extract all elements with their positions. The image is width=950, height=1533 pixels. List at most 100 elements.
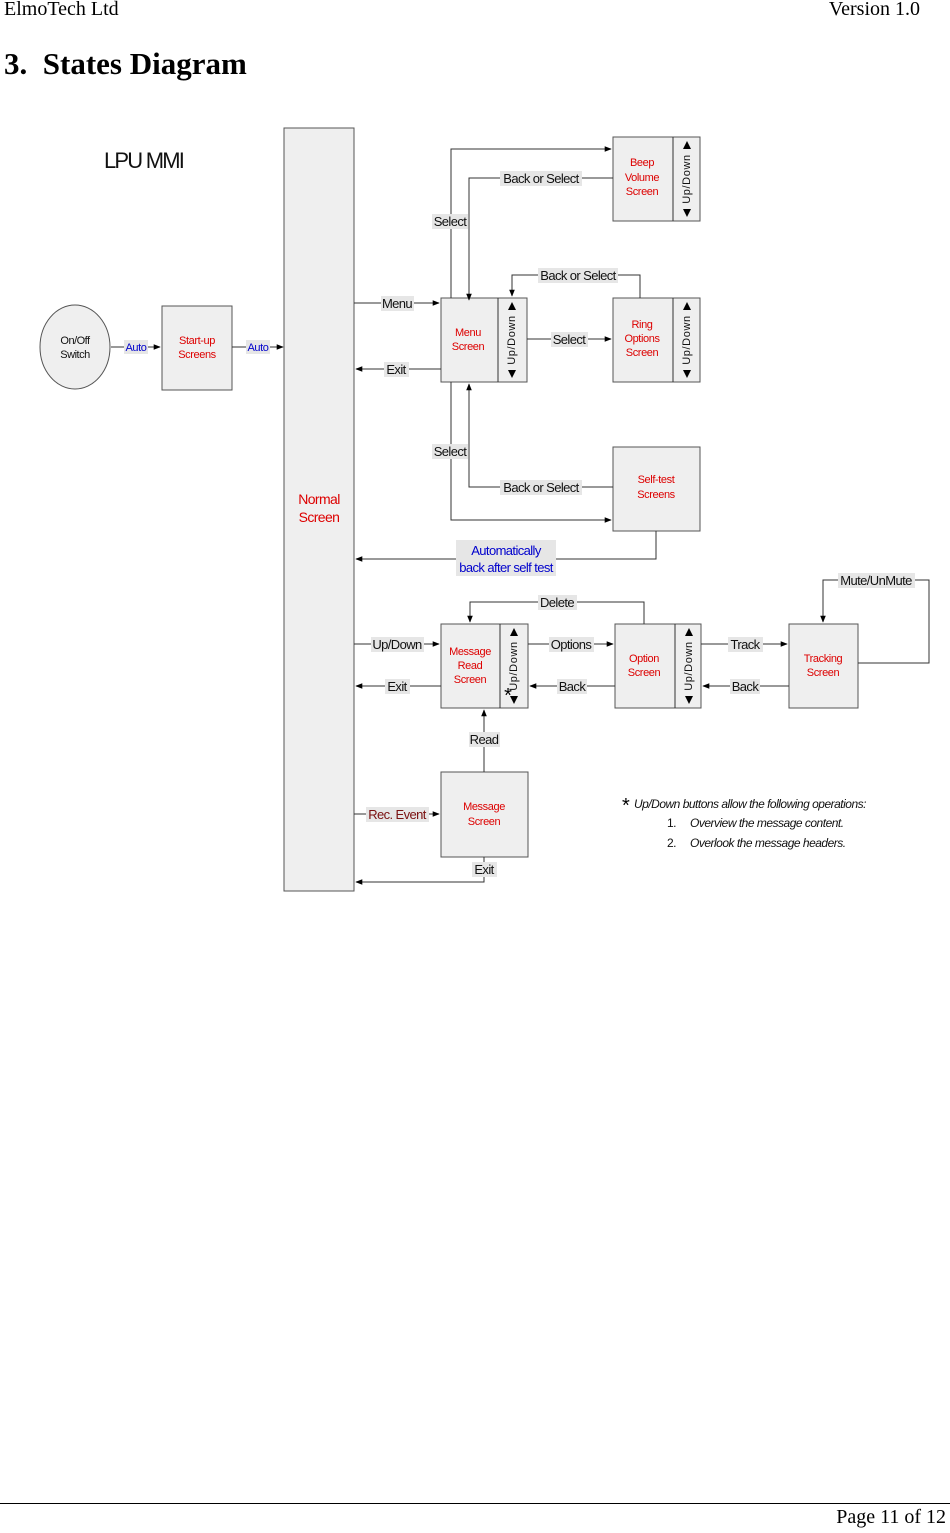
option-screen-state: [614, 623, 702, 709]
select-beep-arrow: [450, 146, 612, 298]
msgread-label-2: Read: [458, 660, 483, 672]
mute-label: Mute/UnMute: [840, 573, 912, 588]
back-ring-label-bg: [538, 268, 618, 283]
message-screen-state: [440, 771, 529, 858]
select-ring-label-bg: [551, 332, 588, 347]
tracking-label-1: Tracking: [804, 653, 843, 665]
auto-back-label-bg: [456, 540, 556, 576]
asterisk-mark: *: [504, 685, 512, 707]
select-ring-label: Select: [553, 332, 587, 347]
option-up-triangle: [685, 628, 693, 636]
exit-message-label: Exit: [474, 862, 494, 877]
menu-up-triangle: [508, 302, 516, 310]
ring-label-3: Screen: [626, 347, 659, 359]
options-label: Options: [551, 637, 593, 652]
auto-label-1: Auto: [125, 342, 146, 354]
note-item-1-text: Overview the message content.: [690, 816, 844, 830]
auto-back-label-2: back after self test: [459, 560, 553, 575]
diagram-title: LPU MMI: [104, 148, 184, 173]
option-label-2: Screen: [628, 667, 661, 679]
back-ring-label: Back or Select: [540, 268, 616, 283]
header-company: ElmoTech Ltd: [4, 0, 119, 20]
normal-label-1: Normal: [298, 491, 340, 507]
updown-label-bg: [371, 637, 424, 652]
select-beep-label: Select: [434, 214, 468, 229]
msgread-up-triangle: [510, 628, 518, 636]
option-down-triangle: [685, 696, 693, 704]
on-off-label-1: On/Off: [60, 335, 91, 347]
delete-label: Delete: [540, 595, 574, 610]
menu-transition-label: Menu: [382, 296, 412, 311]
ring-updown-label: Up/Down: [681, 315, 693, 364]
note-heading: Up/Down buttons allow the following oper…: [634, 797, 866, 811]
beep-label-3: Screen: [626, 186, 659, 198]
mute-loop-arrow: [820, 579, 930, 664]
tracking-screen-state: [788, 623, 859, 709]
message-label-2: Screen: [468, 816, 501, 828]
select-selftest-arrow: [450, 382, 612, 523]
rec-event-label-bg: [366, 807, 429, 822]
startup-label-2: Screens: [178, 349, 216, 361]
message-label-1: Message: [463, 801, 505, 813]
menu-label-bg: [381, 296, 414, 311]
delete-label-bg: [538, 595, 577, 610]
menu-updown-label: Up/Down: [506, 315, 518, 364]
beep-updown-label: Up/Down: [681, 154, 693, 203]
back-selftest-label-bg: [500, 480, 582, 495]
message-read-screen-state: [440, 623, 529, 709]
beep-label-1: Beep: [630, 157, 654, 169]
option-updown-label: Up/Down: [683, 641, 695, 690]
select-selftest-label: Select: [434, 444, 468, 459]
exit-menu-label-bg: [384, 362, 409, 377]
menu-label-2: Screen: [452, 341, 485, 353]
auto-label-bg-1: [124, 340, 148, 354]
exit-message-label-bg: [472, 862, 497, 877]
back-selftest-arrow: [466, 383, 613, 488]
ring-options-screen-state: [612, 297, 701, 383]
beep-label-2: Volume: [625, 172, 660, 184]
rec-event-label: Rec. Event: [368, 807, 427, 822]
track-label: Track: [730, 637, 760, 652]
auto-label-bg-2: [246, 340, 270, 354]
select-selftest-label-bg: [432, 444, 468, 459]
exit-msgread-label-bg: [385, 679, 410, 694]
back-beep-label-bg: [500, 171, 582, 186]
on-off-switch-state: [39, 304, 111, 390]
back-option-label: Back: [559, 679, 587, 694]
selftest-label-2: Screens: [637, 489, 675, 501]
menu-down-triangle: [508, 370, 516, 378]
updown-label: Up/Down: [372, 637, 422, 652]
normal-label-2: Screen: [299, 509, 340, 525]
header-version: Version 1.0: [828, 0, 920, 20]
msgread-label-3: Screen: [454, 674, 487, 686]
tracking-label-2: Screen: [807, 667, 840, 679]
auto-back-label-1: Automatically: [471, 543, 542, 558]
beep-volume-screen-state: [612, 136, 701, 222]
read-label-bg: [469, 732, 500, 747]
startup-label-1: Start-up: [179, 335, 215, 347]
back-beep-label: Back or Select: [503, 171, 579, 186]
section-title: States Diagram: [42, 46, 247, 81]
footer-page-number: Page 11 of 12: [836, 1506, 946, 1528]
beep-down-triangle: [683, 209, 691, 217]
msgread-down-triangle: [510, 696, 518, 704]
back-selftest-label: Back or Select: [503, 480, 579, 495]
select-beep-label-bg: [432, 214, 468, 229]
selftest-screens-state: [612, 446, 701, 532]
track-label-bg: [728, 637, 763, 652]
section-number: 3.: [4, 46, 28, 81]
exit-msgread-label: Exit: [387, 679, 407, 694]
ring-label-2: Options: [624, 333, 660, 345]
selftest-label-1: Self-test: [638, 474, 675, 486]
ring-label-1: Ring: [631, 319, 652, 331]
back-track-label: Back: [732, 679, 760, 694]
section-heading: 3. States Diagram: [4, 46, 247, 82]
states-diagram: LPU MMI On/Off Switch Auto Start-up Scre…: [39, 127, 930, 892]
ring-up-triangle: [683, 302, 691, 310]
back-track-label-bg: [730, 679, 760, 694]
startup-screens-state: [161, 305, 233, 391]
normal-screen-state: [283, 127, 355, 892]
msgread-updown-label: Up/Down: [508, 641, 520, 690]
exit-menu-label: Exit: [386, 362, 406, 377]
